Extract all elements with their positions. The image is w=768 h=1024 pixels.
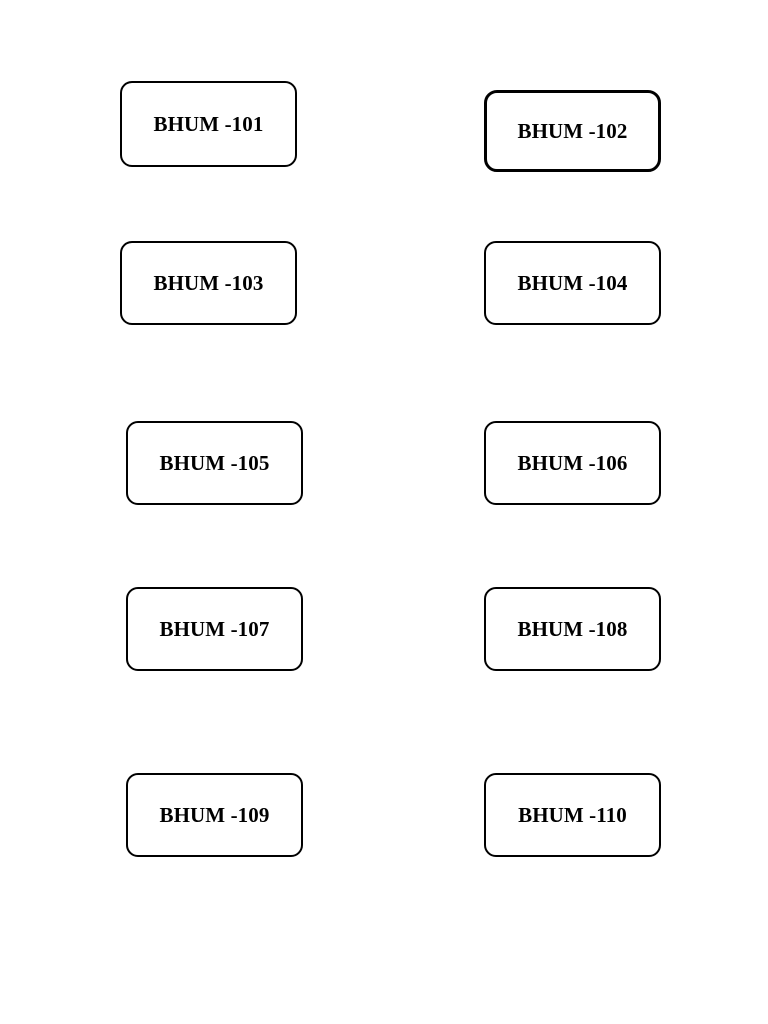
code-label: BHUM -106 <box>517 450 628 475</box>
code-box[interactable]: BHUM -106 <box>484 421 661 505</box>
code-label: BHUM -103 <box>153 270 264 295</box>
code-label: BHUM -108 <box>517 616 628 641</box>
code-label: BHUM -101 <box>153 111 264 136</box>
code-box[interactable]: BHUM -108 <box>484 587 661 671</box>
code-box[interactable]: BHUM -104 <box>484 241 661 325</box>
code-box[interactable]: BHUM -109 <box>126 773 303 857</box>
code-label: BHUM -102 <box>517 118 628 143</box>
code-box[interactable]: BHUM -103 <box>120 241 297 325</box>
code-box[interactable]: BHUM -102 <box>484 90 661 172</box>
code-label: BHUM -110 <box>518 802 627 827</box>
code-box[interactable]: BHUM -101 <box>120 81 297 167</box>
code-label: BHUM -109 <box>159 802 270 827</box>
code-label: BHUM -104 <box>517 270 628 295</box>
code-box[interactable]: BHUM -110 <box>484 773 661 857</box>
code-label: BHUM -105 <box>159 450 270 475</box>
code-label: BHUM -107 <box>159 616 270 641</box>
code-box[interactable]: BHUM -105 <box>126 421 303 505</box>
code-box[interactable]: BHUM -107 <box>126 587 303 671</box>
